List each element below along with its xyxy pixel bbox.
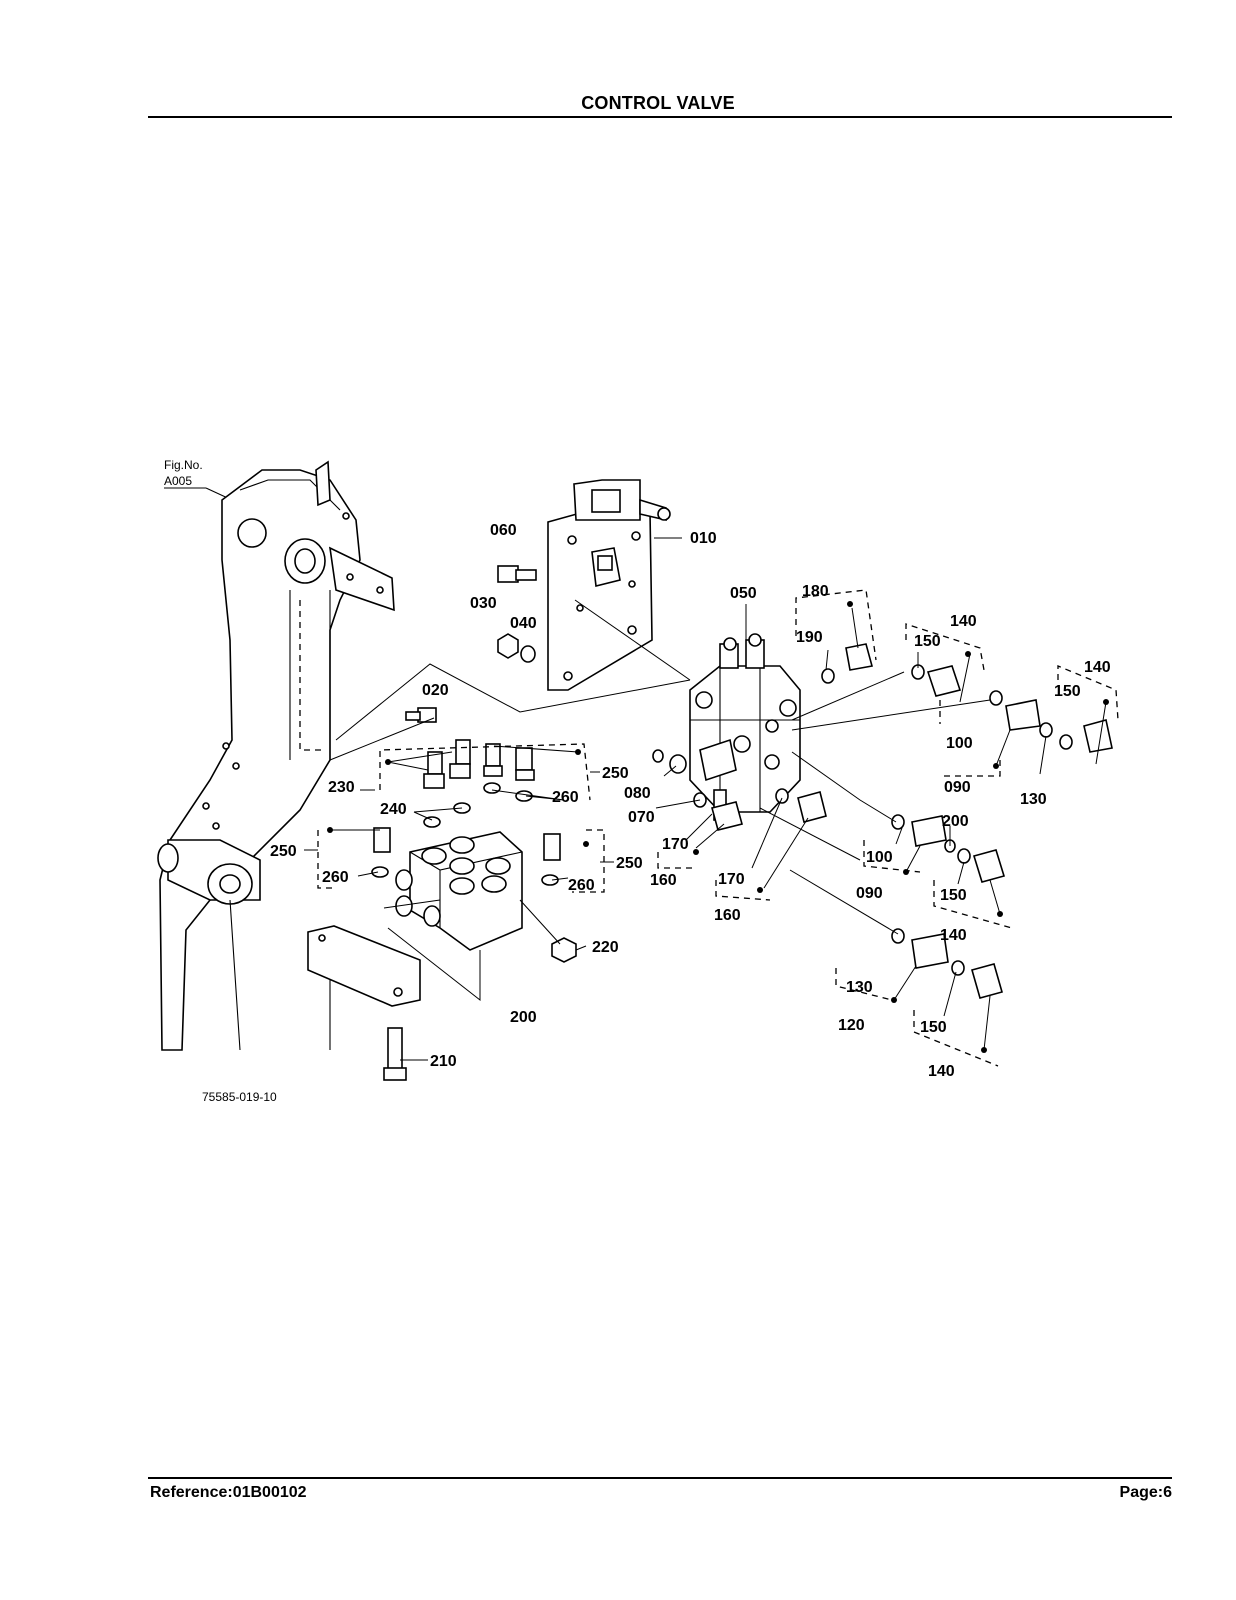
callout-180: 180	[802, 583, 829, 600]
callout-150-c: 150	[940, 887, 967, 904]
callout-220: 220	[592, 939, 619, 956]
boom-frame	[157, 460, 395, 1051]
callout-160-a: 160	[650, 872, 677, 889]
fittings-right	[652, 643, 1113, 999]
callout-140-b: 140	[1084, 659, 1111, 676]
callout-170-b: 170	[718, 871, 745, 888]
callout-090-b: 090	[856, 885, 883, 902]
mounting-plate	[547, 479, 671, 691]
page-number: Page:6	[1119, 1484, 1172, 1501]
nut-220	[551, 937, 577, 963]
bolt-210	[383, 1027, 407, 1081]
callout-260-b: 260	[322, 869, 349, 886]
callout-070: 070	[628, 809, 655, 826]
callout-200-b: 200	[510, 1009, 537, 1026]
header-rule	[148, 116, 1172, 118]
callout-140-a: 140	[950, 613, 977, 630]
callout-030: 030	[470, 595, 497, 612]
washer-040	[520, 645, 536, 663]
callout-140-d: 140	[928, 1063, 955, 1080]
callout-labels: 010 020 030 040 050 060 070 080 090 090 …	[270, 522, 1111, 1080]
fig-ref-label: Fig.No.	[164, 458, 203, 472]
callout-150-b: 150	[1054, 683, 1081, 700]
callout-100-b: 100	[866, 849, 893, 866]
callout-250-c: 250	[616, 855, 643, 872]
callout-260-a: 260	[552, 789, 579, 806]
callout-080: 080	[624, 785, 651, 802]
callout-240: 240	[380, 801, 407, 818]
footer-rule	[148, 1477, 1172, 1479]
control-valve-block	[689, 633, 801, 821]
callout-190: 190	[796, 629, 823, 646]
callout-020: 020	[422, 682, 449, 699]
callout-160-b: 160	[714, 907, 741, 924]
callout-060: 060	[490, 522, 517, 539]
manifold-block	[307, 831, 523, 1007]
callout-130-b: 130	[846, 979, 873, 996]
callout-dots	[327, 601, 1109, 1053]
callout-140-c: 140	[940, 927, 967, 944]
bolt-060	[497, 565, 537, 583]
callout-210: 210	[430, 1053, 457, 1070]
callout-150-a: 150	[914, 633, 941, 650]
dashed-brackets	[317, 589, 1119, 1067]
leader-lines	[304, 537, 1107, 1061]
callout-200-a: 200	[942, 813, 969, 830]
callout-250-a: 250	[602, 765, 629, 782]
callout-130-a: 130	[1020, 791, 1047, 808]
nut-030	[497, 633, 519, 659]
callout-040: 040	[510, 615, 537, 632]
drawing-number: 75585-019-10	[202, 1090, 277, 1104]
callout-100-a: 100	[946, 735, 973, 752]
fig-ref-value: A005	[164, 474, 192, 488]
callout-260-c: 260	[568, 877, 595, 894]
callout-150-d: 150	[920, 1019, 947, 1036]
callout-050: 050	[730, 585, 757, 602]
bolt-020	[405, 707, 437, 723]
callout-090-a: 090	[944, 779, 971, 796]
callout-010: 010	[690, 530, 717, 547]
page-title: CONTROL VALVE	[581, 93, 735, 113]
reference-label: Reference:01B00102	[150, 1484, 307, 1501]
callout-120: 120	[838, 1017, 865, 1034]
callout-170-a: 170	[662, 836, 689, 853]
callout-250-b: 250	[270, 843, 297, 860]
callout-230: 230	[328, 779, 355, 796]
